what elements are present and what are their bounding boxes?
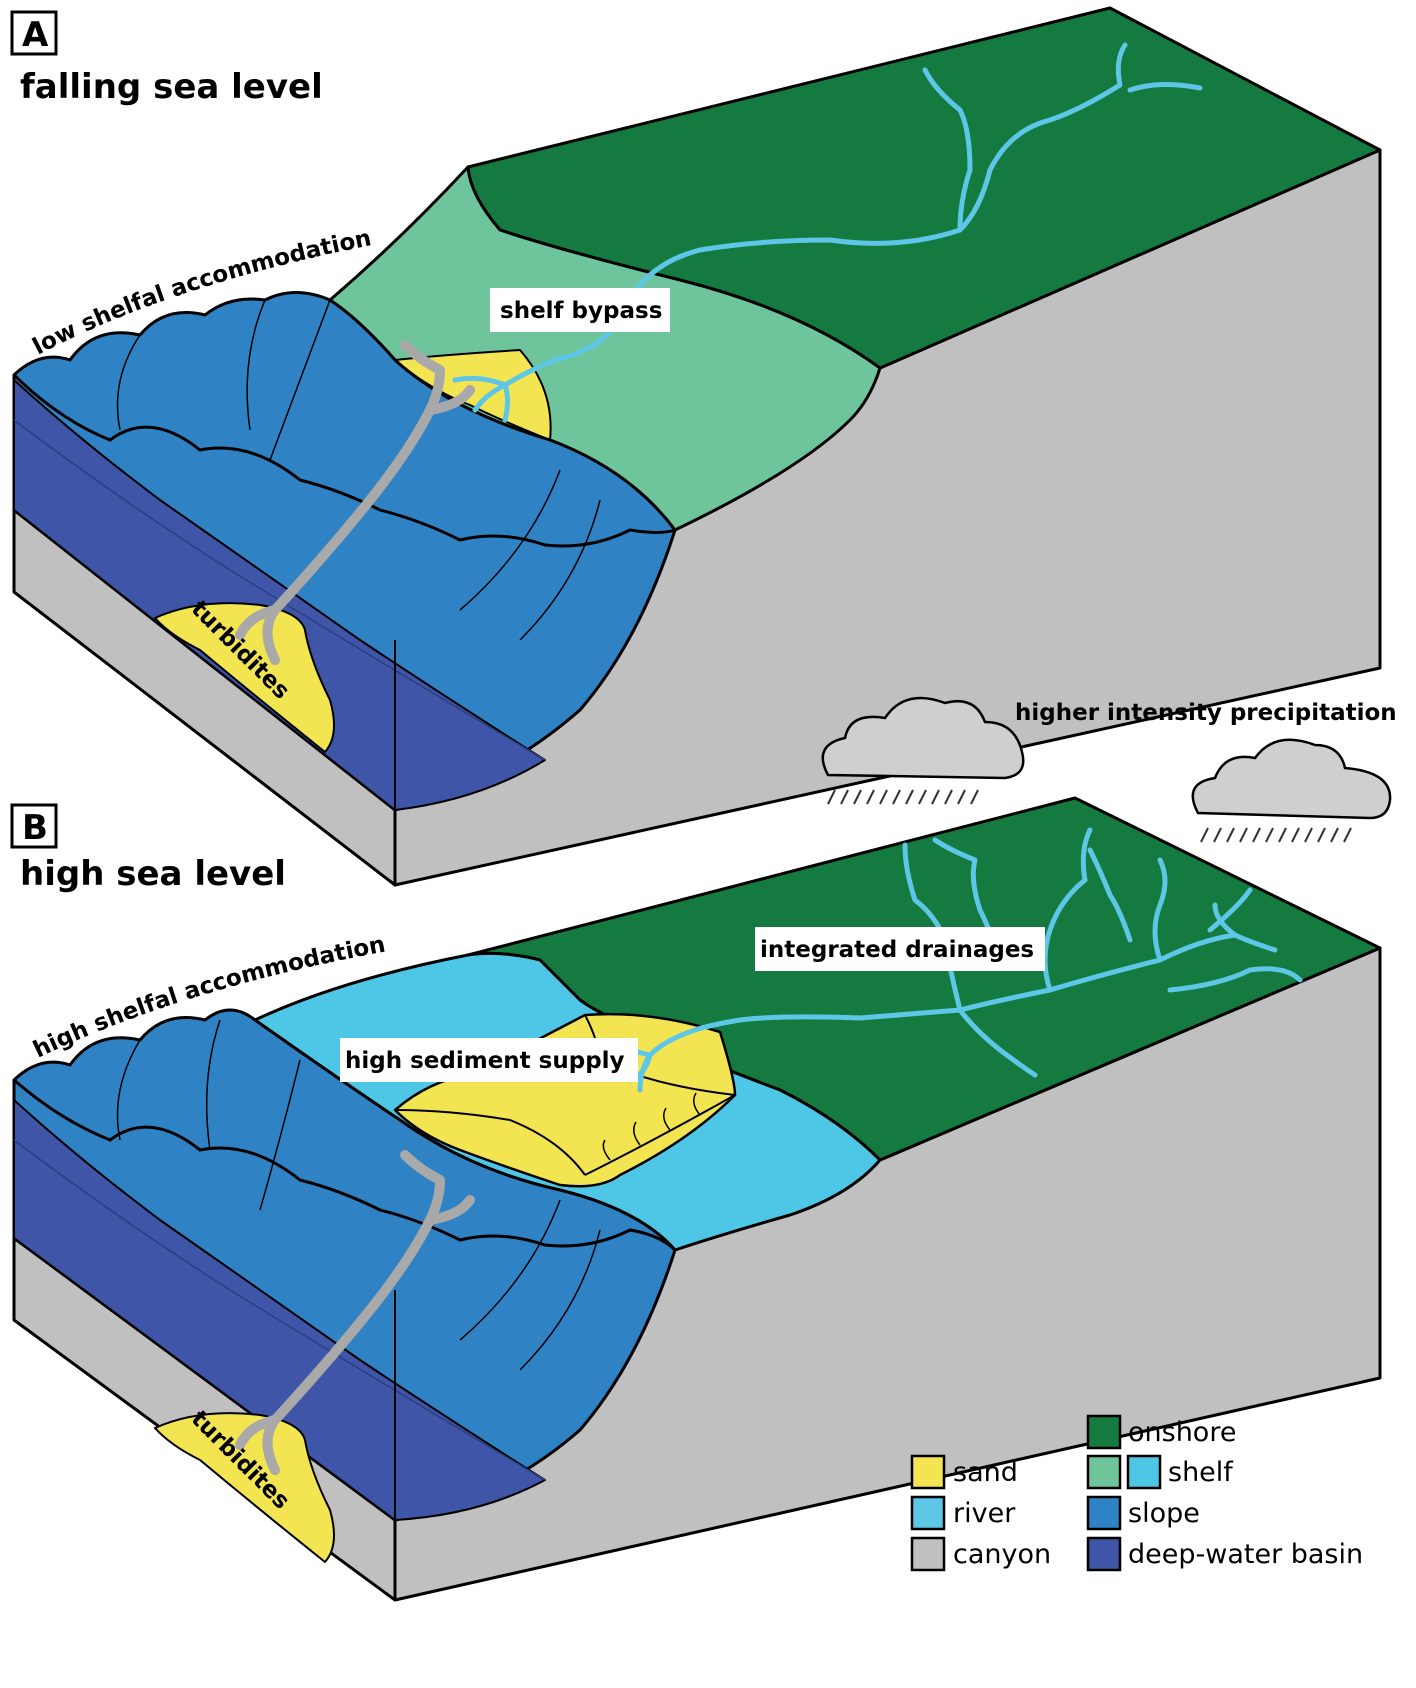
panel-a-title: falling sea level [20,67,323,107]
cloud-icon [821,696,1025,805]
legend-label-slope: slope [1128,1498,1200,1529]
integrated-drainages-label: integrated drainages [760,937,1034,963]
turbidites-fan-a [154,602,335,753]
legend-swatch-canyon [910,1536,946,1572]
basin-b-contour [13,1139,546,1481]
canyon-a [235,340,475,665]
panel-b-letter: B [22,808,48,848]
legend-swatch-deep-water-basin [1086,1536,1122,1572]
sand-delta-edges-b [394,1014,736,1176]
cloud-icon [1191,738,1392,843]
legend-label-sand: sand [953,1457,1018,1488]
legend-item-sand: sand [910,1454,1018,1490]
legend-swatch-shelf-falling [1086,1454,1122,1490]
basin-a-contour [13,419,546,761]
legend-item-onshore: onshore [1086,1414,1236,1450]
legend: sand river canyon onshore shelf slope de… [910,1414,1363,1572]
bypass-label-a: shelf bypass [500,298,662,324]
panel-b-title: high sea level [20,854,286,894]
legend-swatch-onshore [1086,1414,1122,1450]
canyon-b [235,1150,475,1475]
sediment-supply-label: high sediment supply [345,1048,625,1074]
legend-label-canyon: canyon [953,1539,1051,1570]
legend-label-deep-water-basin: deep-water basin [1128,1539,1363,1570]
legend-swatch-river [910,1495,946,1531]
basin-a [13,379,546,811]
rain-clouds [821,696,1392,843]
drainage-label-box [755,927,1045,971]
legend-label-shelf: shelf [1168,1457,1234,1488]
slope-front-edge-b [13,1078,677,1252]
delta-foreset-lines [602,1092,701,1161]
legend-item-slope: slope [1086,1495,1200,1531]
river-a [452,42,1203,423]
legend-swatch-shelf-high [1126,1454,1162,1490]
legend-label-river: river [953,1498,1016,1529]
panel-a-letter-box [10,10,58,56]
legend-swatch-slope [1086,1495,1122,1531]
sediment-label-box [340,1038,638,1082]
sand-shelf-edge-a [394,349,552,441]
panel-b-letter-box [10,803,58,849]
legend-item-deep-water-basin: deep-water basin [1086,1536,1363,1572]
legend-item-shelf: shelf [1086,1454,1234,1490]
legend-label-onshore: onshore [1128,1417,1236,1448]
bypass-label-box-a [490,288,670,332]
precipitation-label: higher intensity precipitation [1015,700,1397,726]
panel-a: A falling sea level [10,6,1382,887]
basin-b [13,1099,546,1521]
legend-swatch-sand [910,1454,946,1490]
slope-lines-a [116,299,601,641]
legend-item-canyon: canyon [910,1536,1051,1572]
turbidites-fan-b [154,1412,335,1563]
panel-b: B high sea level high [10,700,1397,1602]
legend-item-river: river [910,1495,1016,1531]
slope-lines-b [116,1019,601,1371]
panel-a-letter: A [22,15,49,55]
